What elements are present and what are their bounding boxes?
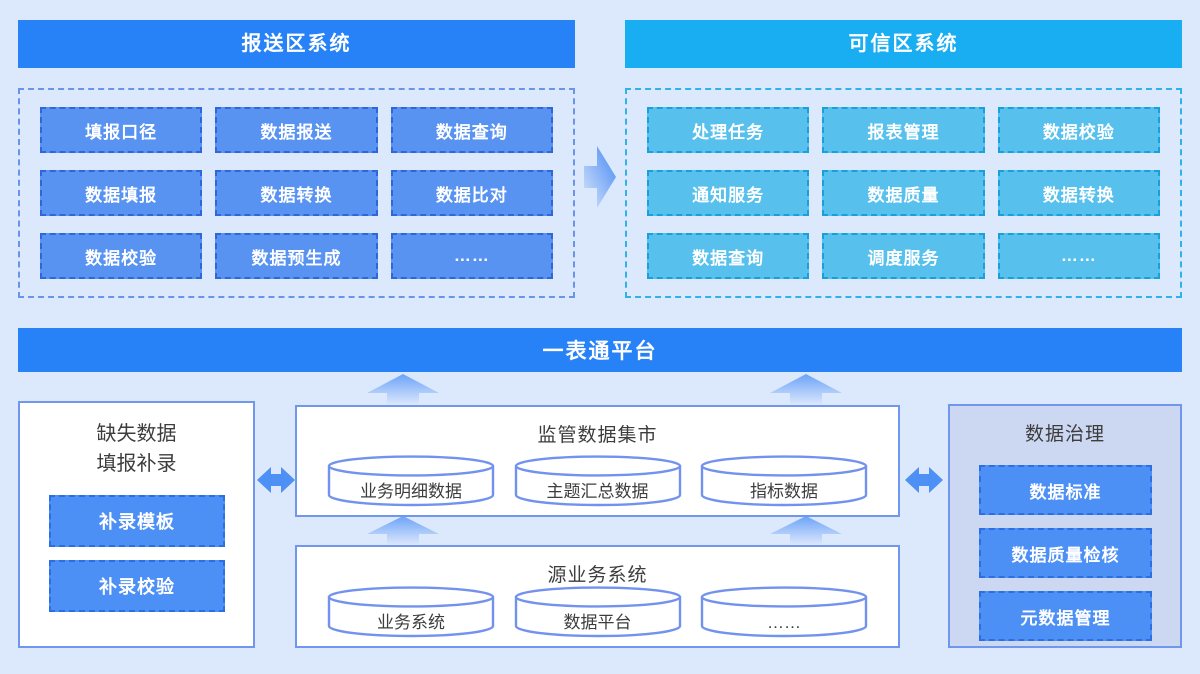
flow-arrow-right-icon: [584, 146, 616, 208]
data-mart-box: 监管数据集市 业务明细数据 主题汇总数据: [295, 405, 900, 517]
cylinder-label: 业务明细数据: [360, 482, 462, 501]
database-cylinder: 业务系统: [327, 586, 495, 638]
module-cell: 调度服务: [822, 233, 985, 279]
double-arrow-icon: [905, 467, 943, 493]
module-cell: 通知服务: [647, 170, 810, 216]
double-arrow-icon: [257, 467, 295, 493]
module-cell: 数据查询: [390, 107, 553, 153]
cylinder-label: 指标数据: [750, 482, 818, 501]
module-cell: 数据校验: [997, 107, 1160, 153]
source-systems-title: 源业务系统: [547, 565, 648, 586]
module-cell: 数据预生成: [215, 233, 378, 279]
governance-standard-button: 数据标准: [979, 465, 1152, 515]
database-cylinder: 主题汇总数据: [514, 455, 682, 507]
supplement-check-button: 补录校验: [49, 560, 225, 612]
module-cell: 数据转换: [997, 170, 1160, 216]
up-arrow-icon: [770, 516, 842, 544]
supplement-title-line2: 填报补录: [96, 453, 177, 475]
data-mart-title: 监管数据集市: [537, 425, 658, 446]
database-cylinder: 业务明细数据: [327, 455, 495, 507]
module-cell: ……: [390, 233, 553, 279]
governance-title: 数据治理: [1024, 424, 1105, 445]
database-cylinder: 指标数据: [700, 455, 868, 507]
supplement-title: 缺失数据 填报补录: [20, 419, 253, 479]
cylinder-label: 数据平台: [563, 613, 632, 632]
supplement-template-button: 补录模板: [49, 495, 225, 547]
module-cell: 数据比对: [390, 170, 553, 216]
up-arrow-icon: [367, 374, 439, 404]
reporting-zone-modules: 填报口径 数据报送 数据查询 数据填报 数据转换 数据比对 数据校验 数据预生成…: [18, 88, 575, 298]
up-arrow-icon: [367, 516, 439, 544]
cylinder-label: 业务系统: [377, 613, 445, 632]
platform-bar: 一表通平台: [18, 328, 1182, 372]
module-cell: 数据校验: [40, 233, 203, 279]
cylinder-icon: [327, 586, 495, 638]
module-cell: 数据报送: [215, 107, 378, 153]
reporting-zone-panel: 报送区系统 填报口径 数据报送 数据查询 数据填报 数据转换 数据比对 数据校验…: [18, 20, 575, 298]
database-cylinder: ……: [700, 586, 868, 638]
governance-metadata-button: 元数据管理: [979, 591, 1152, 641]
cylinder-icon: [327, 455, 495, 507]
cylinder-label: ……: [767, 613, 801, 632]
module-cell: 数据填报: [40, 170, 203, 216]
source-systems-box: 源业务系统 业务系统 数据平台: [295, 545, 900, 648]
module-cell: 数据查询: [647, 233, 810, 279]
module-cell: 填报口径: [40, 107, 203, 153]
trusted-zone-panel: 可信区系统 处理任务 报表管理 数据校验 通知服务 数据质量 数据转换 数据查询…: [625, 20, 1182, 298]
module-cell: ……: [997, 233, 1160, 279]
governance-quality-button: 数据质量检核: [979, 528, 1152, 578]
module-cell: 处理任务: [647, 107, 810, 153]
trusted-zone-header: 可信区系统: [625, 20, 1182, 68]
cylinder-icon: [700, 455, 868, 507]
governance-box: 数据治理 数据标准 数据质量检核 元数据管理: [948, 404, 1182, 648]
module-cell: 报表管理: [822, 107, 985, 153]
database-cylinder: 数据平台: [514, 586, 682, 638]
module-cell: 数据质量: [822, 170, 985, 216]
source-systems-databases: 业务系统 数据平台 ……: [297, 586, 898, 640]
supplement-box: 缺失数据 填报补录 补录模板 补录校验: [18, 401, 255, 648]
module-cell: 数据转换: [215, 170, 378, 216]
cylinder-icon: [514, 586, 681, 638]
trusted-zone-modules: 处理任务 报表管理 数据校验 通知服务 数据质量 数据转换 数据查询 调度服务 …: [625, 88, 1182, 298]
reporting-zone-header: 报送区系统: [18, 20, 575, 68]
data-mart-databases: 业务明细数据 主题汇总数据 指标数据: [297, 455, 898, 509]
cylinder-label: 主题汇总数据: [546, 482, 649, 501]
up-arrow-icon: [770, 374, 842, 404]
supplement-title-line1: 缺失数据: [96, 423, 177, 445]
cylinder-icon: [514, 455, 681, 507]
cylinder-icon: [700, 586, 868, 638]
